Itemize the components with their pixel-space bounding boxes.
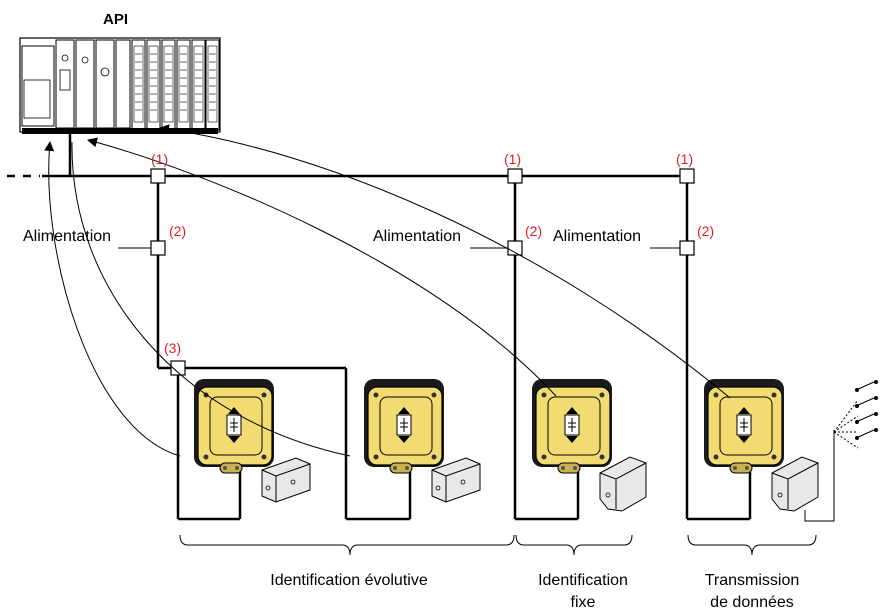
main-bus [7,134,686,178]
power-junction-2 [507,240,523,256]
plc-rack [19,37,221,134]
power-label-2: Alimentation [373,228,461,245]
marker-1-a: (1) [151,151,168,167]
power-junction-1 [150,240,166,256]
branch-lines [118,176,835,522]
group-label-fixed-line1: Identification [538,572,628,589]
marker-1-b: (1) [504,151,521,167]
bus-junction-2 [507,168,523,184]
group-braces [179,534,817,556]
group-label-evolutive: Identification évolutive [270,572,428,589]
plc-title: API [103,11,128,28]
communication-arcs [44,124,731,457]
station-transmission [703,378,785,474]
power-label-3: Alimentation [553,228,641,245]
marker-2-c: (2) [697,223,714,239]
marker-1-c: (1) [676,151,693,167]
station-fixed [531,378,613,474]
group-label-transmission-line1: Transmission [705,572,800,589]
marker-3: (3) [164,340,181,356]
group-label-fixed-line2: fixe [571,594,596,611]
bus-junction-3 [679,168,695,184]
marker-2-b: (2) [525,223,542,239]
power-label-1: Alimentation [23,228,111,245]
power-junction-3 [679,240,695,256]
sensor-fan [833,380,878,449]
bus-junction-1 [150,168,166,184]
group-label-transmission-line2: de données [710,594,794,611]
station-evolutive-1 [193,378,275,474]
marker-2-a: (2) [169,223,186,239]
branch-junction [170,360,186,376]
station-evolutive-2 [363,378,445,474]
